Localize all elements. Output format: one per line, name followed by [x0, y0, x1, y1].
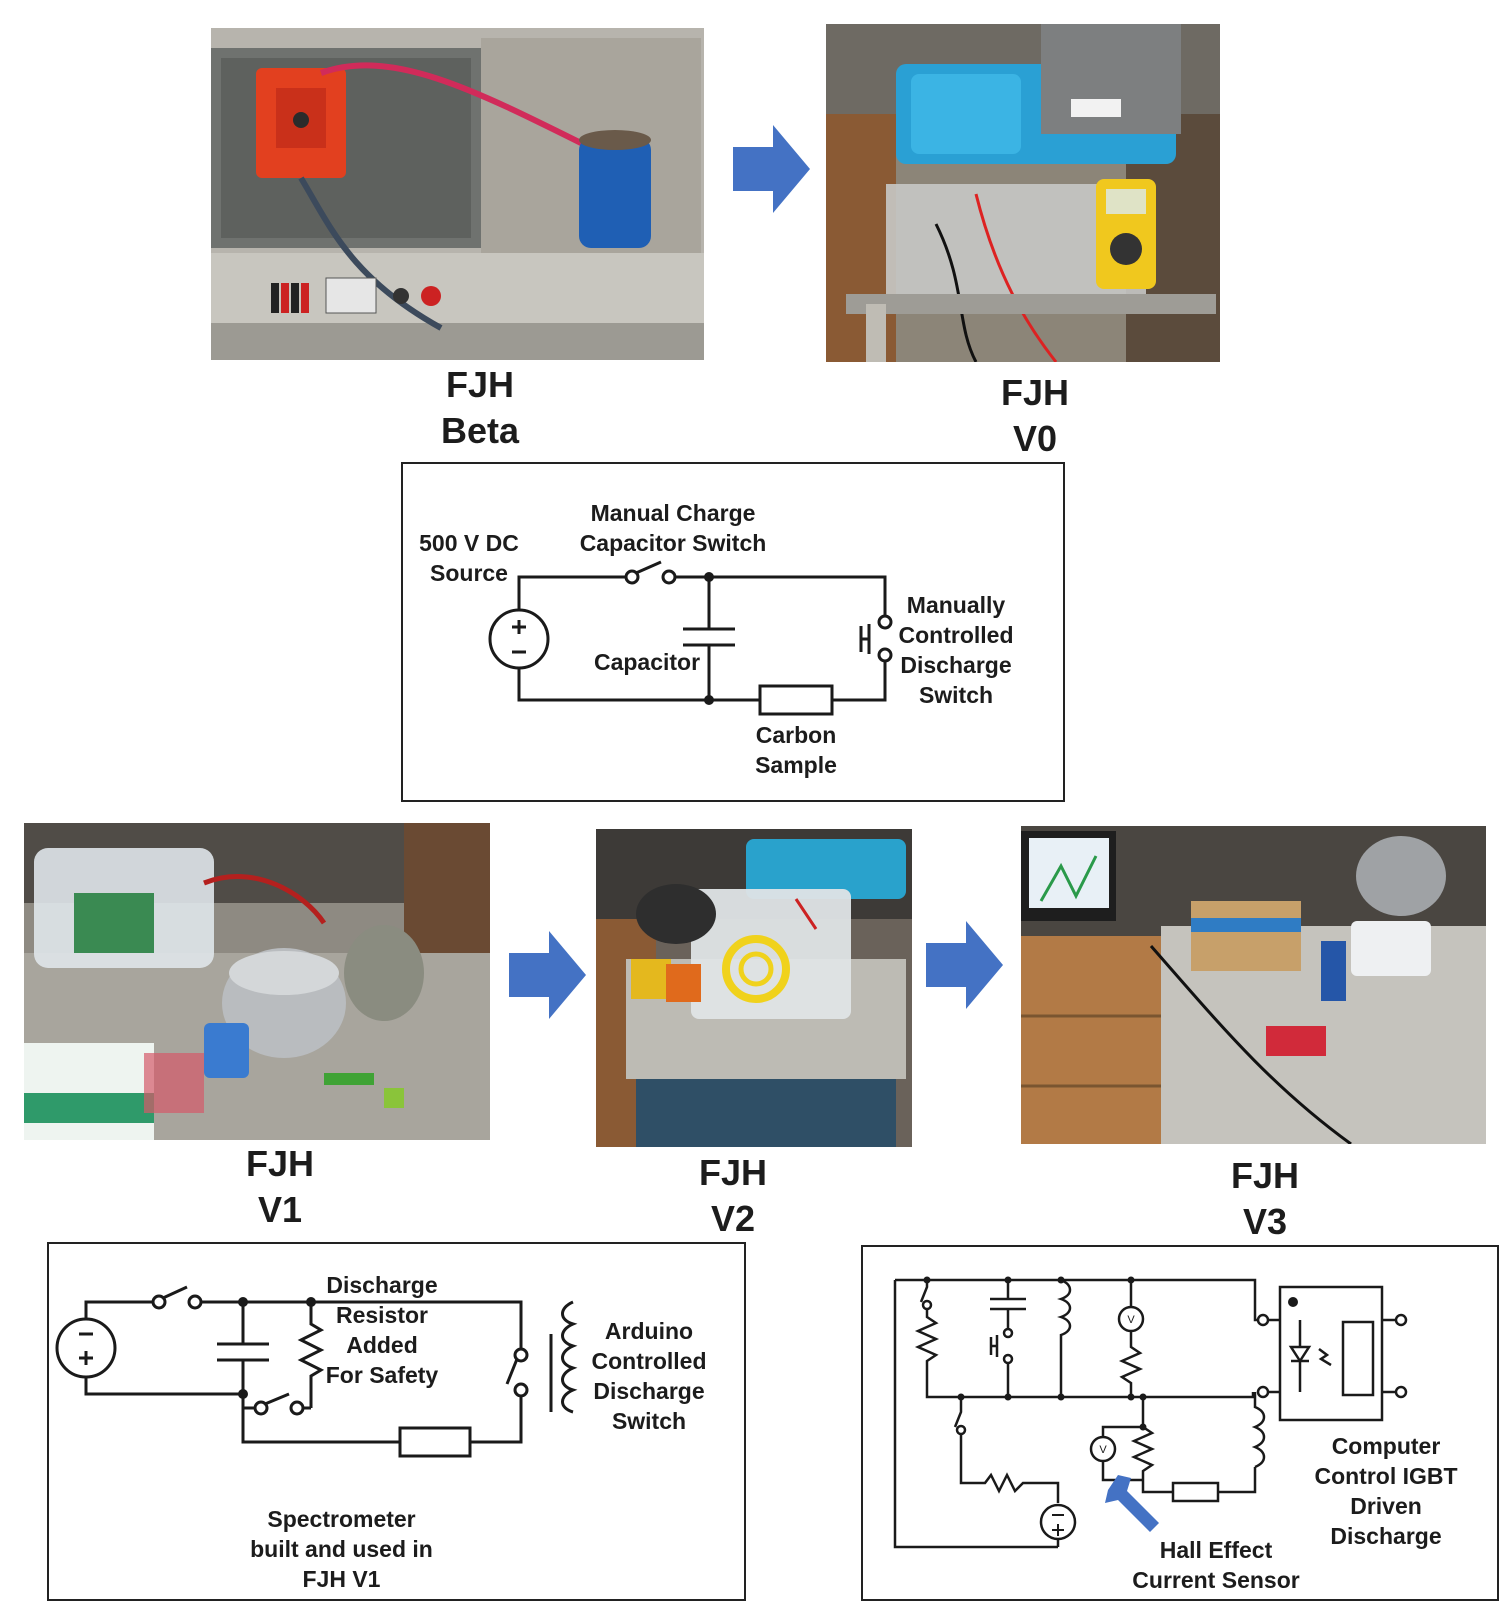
caption-fjh-beta: FJH Beta	[380, 362, 580, 454]
caption-line: V2	[710, 1198, 756, 1239]
label-manual-charge-switch: Manual Charge Capacitor Switch	[568, 498, 778, 558]
circuit-diagram-v0: 500 V DC Source Manual Charge Capacitor …	[401, 462, 1065, 802]
photo-fjh-beta	[211, 28, 704, 360]
caption-line: FJH	[1000, 372, 1069, 413]
label-carbon-sample: Carbon Sample	[741, 720, 851, 780]
caption-line: V3	[1242, 1201, 1288, 1242]
label-line: Added	[346, 1332, 418, 1358]
label-spectrometer-note: Spectrometer built and used in FJH V1	[234, 1504, 449, 1594]
arrow-v1-to-v2	[509, 931, 586, 1019]
caption-line: V0	[1012, 418, 1058, 459]
label-line: Hall Effect	[1159, 1537, 1273, 1563]
photo-fjh-v0	[826, 24, 1220, 362]
label-hall-sensor: Hall Effect Current Sensor	[1121, 1535, 1311, 1595]
caption-fjh-v3: FJH V3	[1165, 1153, 1365, 1245]
svg-text:V: V	[1127, 1314, 1135, 1326]
arrow-beta-to-v0	[733, 125, 810, 213]
caption-line: FJH	[445, 364, 514, 405]
caption-line: Beta	[440, 410, 520, 451]
label-line: Control IGBT	[1314, 1463, 1458, 1489]
caption-fjh-v1: FJH V1	[180, 1141, 380, 1233]
caption-line: FJH	[245, 1143, 314, 1184]
label-line: Arduino	[604, 1318, 694, 1344]
circuit-diagram-v1: Discharge Resistor Added For Safety Ardu…	[47, 1242, 746, 1601]
label-line: Capacitor	[593, 649, 701, 675]
label-line: Discharge	[326, 1272, 438, 1298]
label-line: Discharge	[593, 1378, 705, 1404]
label-line: Manually	[906, 592, 1006, 618]
label-line: Discharge	[1330, 1523, 1442, 1549]
circuit-diagram-v3: V V Computer Control IGBT Driven Dischar…	[861, 1245, 1499, 1601]
label-discharge-switch: Manually Controlled Discharge Switch	[891, 590, 1021, 710]
label-line: For Safety	[325, 1362, 439, 1388]
label-line: Resistor	[335, 1302, 429, 1328]
circuit-v3-schematic: V V	[893, 1276, 1408, 1549]
label-line: Manual Charge	[590, 500, 756, 526]
photo-fjh-v1	[24, 823, 490, 1140]
label-line: Current Sensor	[1132, 1567, 1300, 1593]
caption-line: FJH	[698, 1152, 767, 1193]
label-capacitor: Capacitor	[587, 647, 707, 677]
label-line: Source	[430, 560, 508, 586]
arrow-v2-to-v3	[926, 921, 1003, 1009]
label-line: Controlled	[898, 622, 1014, 648]
label-line: Carbon	[755, 722, 837, 748]
label-line: Discharge	[900, 652, 1012, 678]
svg-text:V: V	[1099, 1444, 1107, 1456]
label-line: Controlled	[591, 1348, 707, 1374]
hall-sensor-arrow-icon	[1105, 1475, 1159, 1532]
label-line: Switch	[918, 682, 994, 708]
caption-fjh-v0: FJH V0	[935, 370, 1135, 462]
label-line: Computer	[1331, 1433, 1441, 1459]
label-line: Driven	[1350, 1493, 1422, 1519]
circuit-v1-schematic	[55, 1285, 578, 1458]
caption-line: V1	[257, 1189, 303, 1230]
label-arduino-switch: Arduino Controlled Discharge Switch	[584, 1316, 714, 1436]
caption-fjh-v2: FJH V2	[633, 1150, 833, 1242]
label-line: Sample	[755, 752, 837, 778]
photo-fjh-v3	[1021, 826, 1486, 1144]
label-500v-source: 500 V DC Source	[409, 528, 529, 588]
label-line: Switch	[611, 1408, 687, 1434]
label-igbt-note: Computer Control IGBT Driven Discharge	[1301, 1431, 1471, 1551]
photo-fjh-v2	[596, 829, 912, 1147]
label-discharge-resistor: Discharge Resistor Added For Safety	[317, 1270, 447, 1390]
label-line: Spectrometer	[267, 1506, 416, 1532]
label-line: 500 V DC	[419, 530, 519, 556]
label-line: Capacitor Switch	[579, 530, 767, 556]
label-line: FJH V1	[302, 1566, 381, 1592]
circuit-v0-schematic	[488, 560, 893, 716]
caption-line: FJH	[1230, 1155, 1299, 1196]
label-line: built and used in	[250, 1536, 433, 1562]
